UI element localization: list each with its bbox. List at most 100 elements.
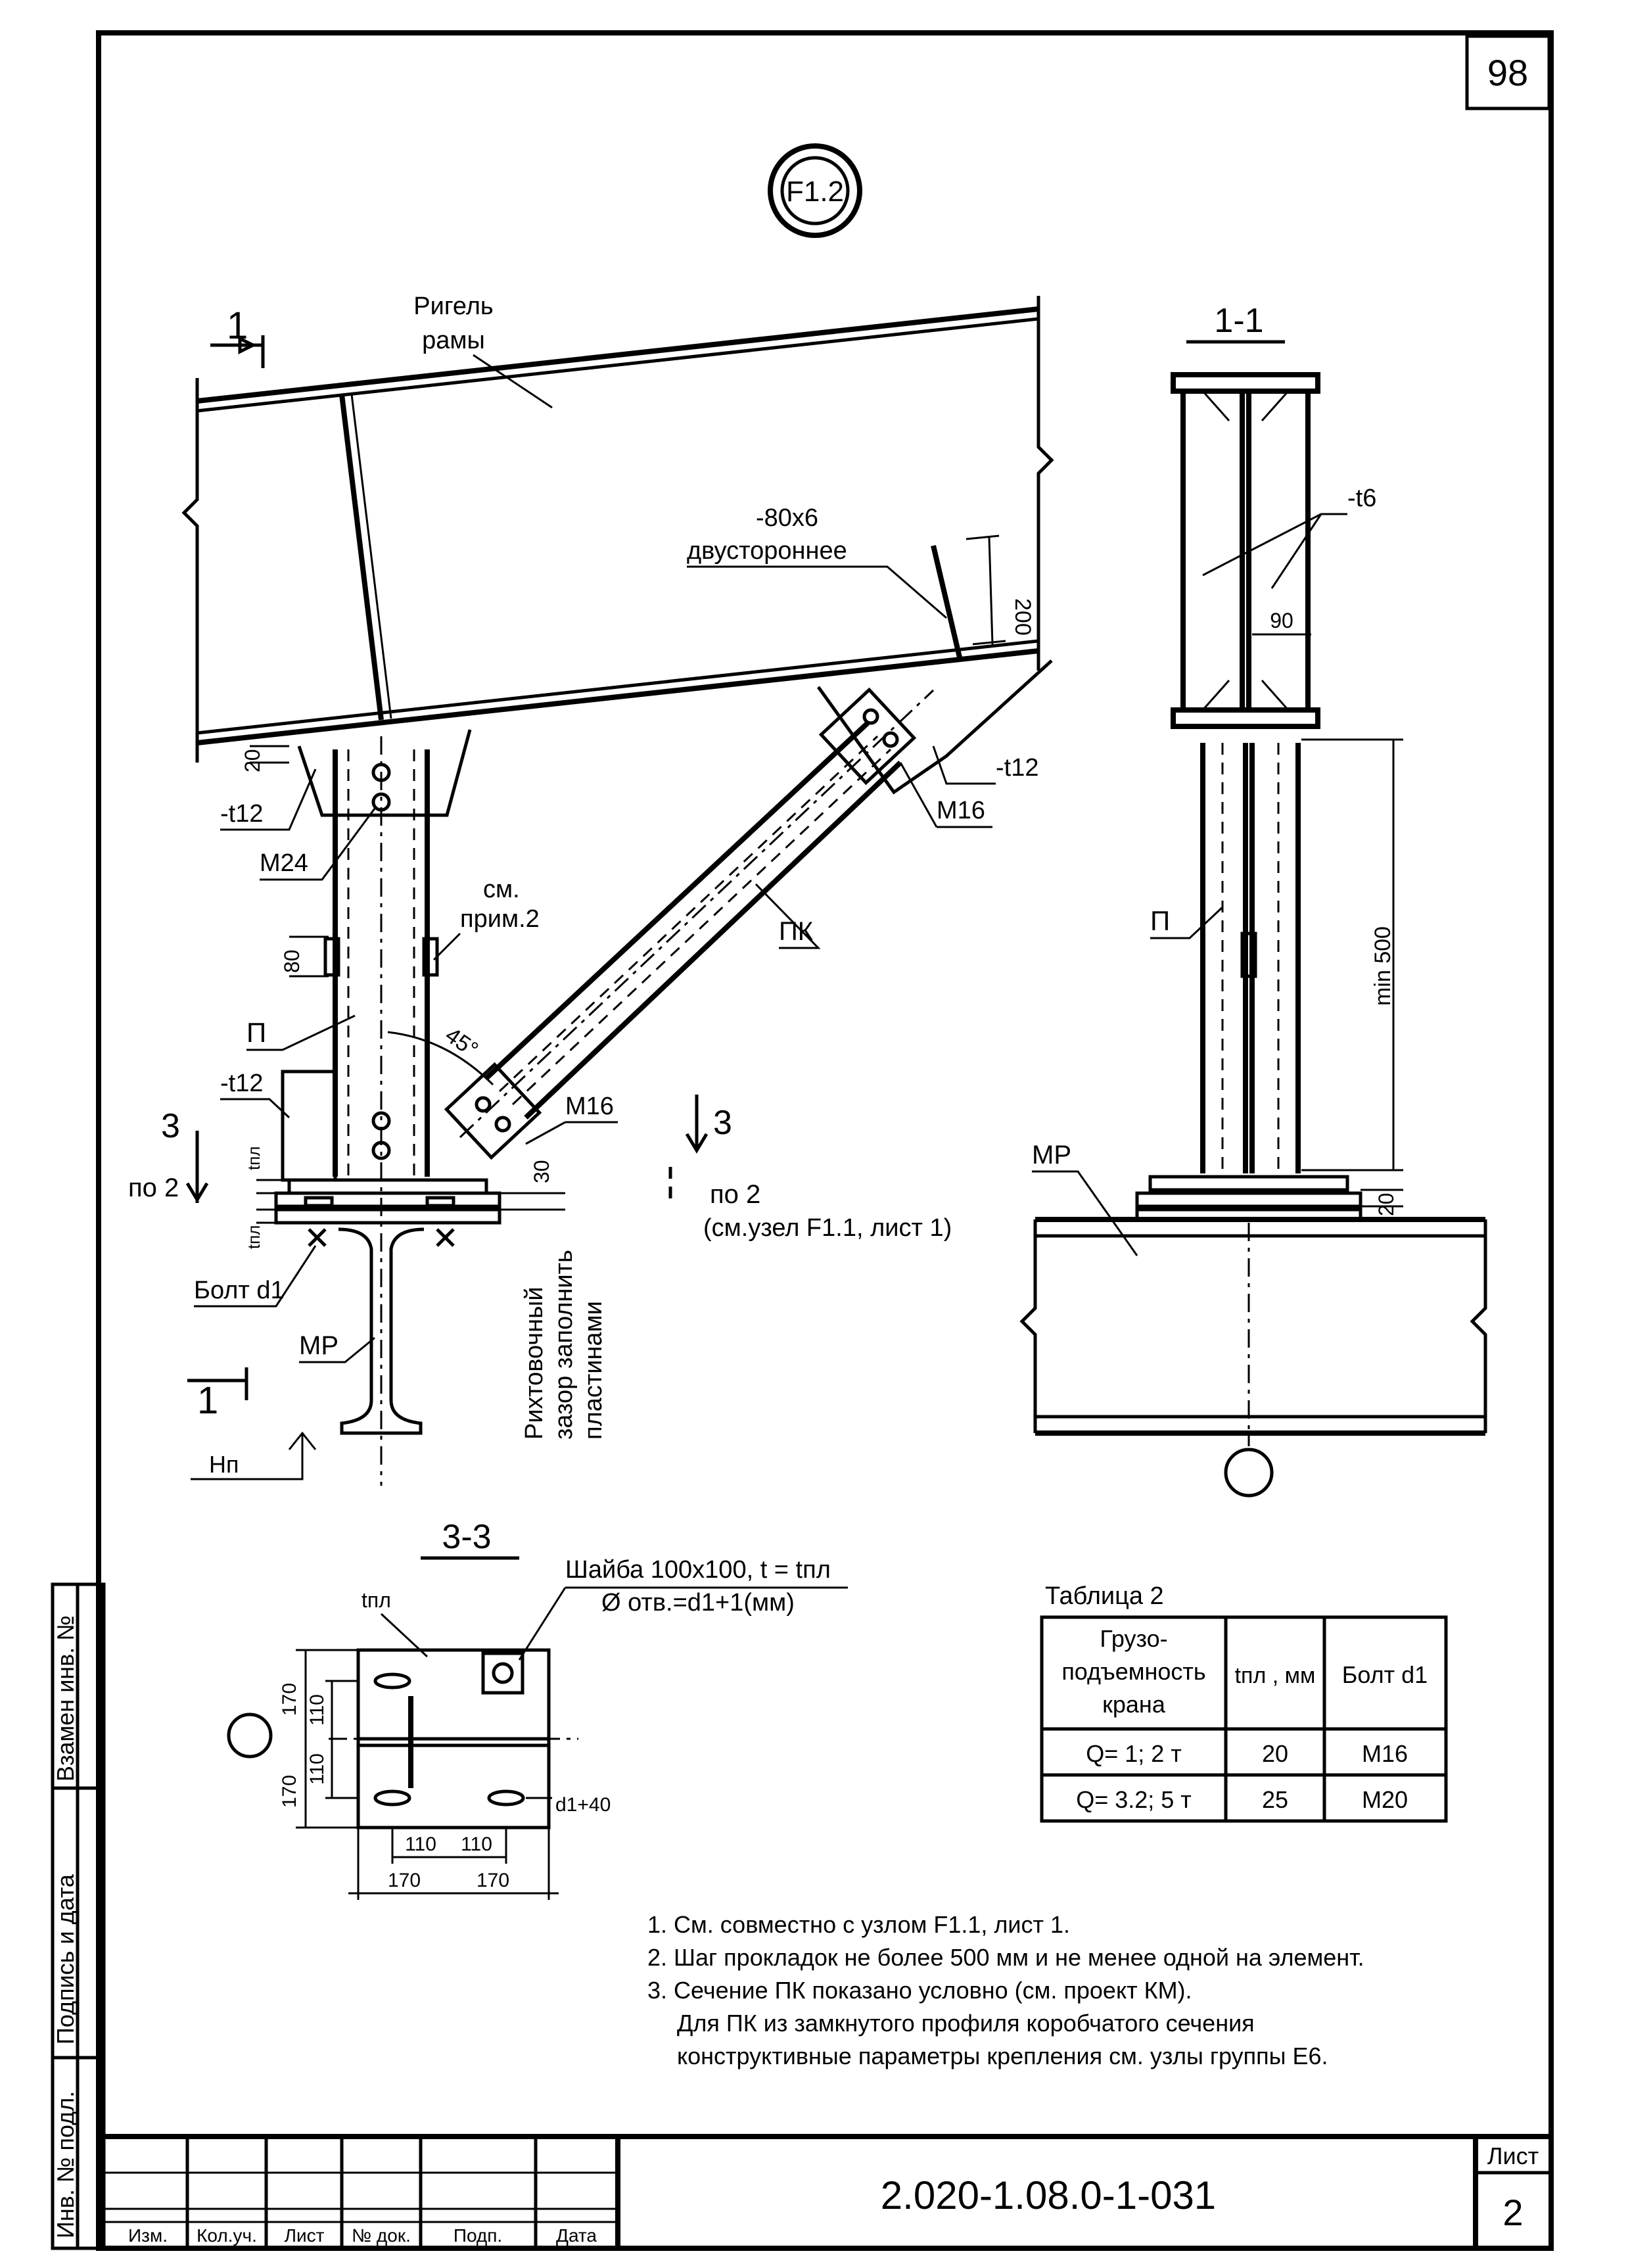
tpl-lower: tпл (244, 1225, 264, 1249)
table-r1-c3: M16 (1362, 1740, 1408, 1767)
dim-90: 90 (1270, 609, 1293, 632)
dim-110-h2: 110 (461, 1833, 492, 1855)
pk-label: ПК (779, 917, 814, 946)
title-col-doc: № док. (352, 2225, 411, 2246)
table-r2-c3: M20 (1362, 1786, 1408, 1813)
note-3: 3. Сечение ПК показано условно (см. прое… (647, 1977, 1192, 2004)
node-id-mark: F1.2 (768, 143, 862, 238)
table-r1-c1: Q= 1; 2 т (1086, 1740, 1182, 1767)
section-mark-3-right: 3 (713, 1104, 732, 1142)
dim-170-h2: 170 (477, 1870, 509, 1891)
note-1: 1. См. совместно с узлом F1.1, лист 1. (647, 1911, 1070, 1938)
view-mark-2-right: по 2 (710, 1180, 760, 1209)
table-header-2: tпл , мм (1235, 1663, 1316, 1688)
see-note: см. (483, 876, 520, 903)
section-3-3-title: 3-3 (442, 1518, 491, 1556)
notes: 1. См. совместно с узлом F1.1, лист 1. 2… (647, 1911, 1364, 2069)
dim-d1-40: d1+40 (555, 1794, 611, 1816)
stamp-inv-original: Инв. № подл. (52, 2091, 79, 2238)
base-plates (274, 1178, 501, 1247)
dim-20-left: 20 (241, 749, 264, 772)
note-3a: Для ПК из замкнутого профиля коробчатого… (677, 2010, 1255, 2037)
min-500: min 500 (1370, 926, 1395, 1006)
bolt-d1-label: Болт d1 (194, 1277, 285, 1304)
sheet-number: 2 (1502, 2192, 1523, 2233)
title-col-sign: Подп. (454, 2225, 502, 2246)
table-r2-c2: 25 (1262, 1786, 1288, 1813)
dim-110-v2: 110 (306, 1753, 328, 1785)
dim-110-v1: 110 (306, 1694, 328, 1726)
mr-label-main: МР (299, 1331, 338, 1360)
gap-note-3: пластинами (580, 1301, 607, 1440)
rigel-beam (181, 296, 1054, 763)
dim-170-h1: 170 (388, 1870, 421, 1891)
plate-t12-left: -t12 (220, 800, 263, 828)
side-stamp: Взамен инв. № Подпись и дата Инв. № подл… (51, 1582, 106, 2250)
sheet-label: Лист (1487, 2142, 1539, 2169)
dim-170-v2: 170 (279, 1775, 300, 1808)
bolt-m24: M24 (260, 849, 308, 877)
hole-note: Ø отв.=d1+1(мм) (601, 1589, 795, 1617)
title-col-izm: Изм. (128, 2225, 168, 2246)
t6-label: -t6 (1347, 484, 1376, 512)
dim-200: 200 (1010, 598, 1035, 636)
washer-note: Шайба 100х100, t = tпл (565, 1556, 831, 1584)
section-3-3: 3-3 tпл Шайба 100х100, t = tпл Ø отв.=d1… (227, 1518, 848, 1900)
dim-80: 80 (280, 949, 304, 973)
stamp-replace-inv: Взамен инв. № (52, 1615, 79, 1782)
gap-note-1: Рихтовочный (521, 1287, 548, 1440)
note-2: 2. Шаг прокладок не более 500 мм и не ме… (647, 1944, 1364, 1971)
title-block: Изм. Кол.уч. Лист № док. Подп. Дата 2.02… (99, 2134, 1551, 2248)
stiffener-note: -80х6 (756, 504, 818, 532)
plate-t12-bottom: -t12 (220, 1070, 263, 1097)
title-col-list: Лист (285, 2225, 325, 2246)
note-3b: конструктивные параметры крепления см. у… (677, 2043, 1328, 2069)
table-header-3: Болт d1 (1342, 1661, 1428, 1688)
hp-label: Нп (209, 1451, 239, 1478)
tpl-label-33: tпл (361, 1588, 391, 1612)
section-mark-1-bottom: 1 (197, 1379, 218, 1422)
svg-text:F1.2: F1.2 (786, 176, 844, 208)
dim-20-11: 20 (1374, 1193, 1398, 1216)
bolt-m16-top: M16 (937, 797, 985, 824)
page-number: 98 (1487, 52, 1528, 93)
angle-45: 45° (440, 1022, 482, 1062)
bolt-m16-bottom: M16 (565, 1093, 614, 1120)
title-col-kol: Кол.уч. (197, 2225, 257, 2246)
page-number-box (1465, 34, 1551, 110)
view-mark-2-left: по 2 (128, 1173, 179, 1202)
column-p (323, 736, 439, 1486)
table-header-1b: подъемность (1061, 1658, 1205, 1685)
table-r2-c1: Q= 3.2; 5 т (1076, 1786, 1192, 1813)
table-caption: Таблица 2 (1045, 1582, 1164, 1610)
rigel-label-1: Ригель (413, 293, 493, 320)
dim-170-v1: 170 (279, 1683, 300, 1716)
see-note-2: прим.2 (460, 905, 540, 933)
sheet-frame (96, 30, 1554, 2251)
stamp-signature-date: Подпись и дата (52, 1874, 79, 2044)
view-ref: (см.узел F1.1, лист 1) (703, 1214, 952, 1242)
section-mark-3-left: 3 (161, 1107, 180, 1145)
dim-110-h1: 110 (405, 1833, 436, 1855)
crane-rail (338, 1227, 425, 1435)
table-2: Таблица 2 Грузо- подъемность крана tпл ,… (1040, 1582, 1448, 1823)
stiffener-note-2: двустороннее (687, 537, 847, 565)
table-header-1c: крана (1102, 1691, 1166, 1718)
p-label-11: П (1150, 905, 1170, 936)
brace-pk (444, 687, 935, 1160)
mr-label-11: МР (1032, 1141, 1071, 1169)
title-col-date: Дата (556, 2225, 597, 2246)
rigel-label-2: рамы (422, 327, 485, 354)
dim-30: 30 (530, 1160, 553, 1183)
section-1-1: 1-1 -t6 90 П min 500 20 МР (1019, 302, 1487, 1498)
gap-note-2: зазор заполнить (550, 1250, 578, 1440)
table-header-1a: Грузо- (1100, 1625, 1167, 1652)
table-r1-c2: 20 (1262, 1740, 1288, 1767)
column-bolts (371, 763, 391, 1160)
doc-code: 2.020-1.08.0-1-031 (881, 2173, 1216, 2217)
section-1-1-title: 1-1 (1214, 302, 1263, 340)
p-label-main: П (246, 1017, 266, 1048)
plate-t12-right: -t12 (996, 754, 1038, 782)
main-view: Ригель рамы 1 -80х6 двустороннее 200 20 … (128, 293, 1054, 1486)
